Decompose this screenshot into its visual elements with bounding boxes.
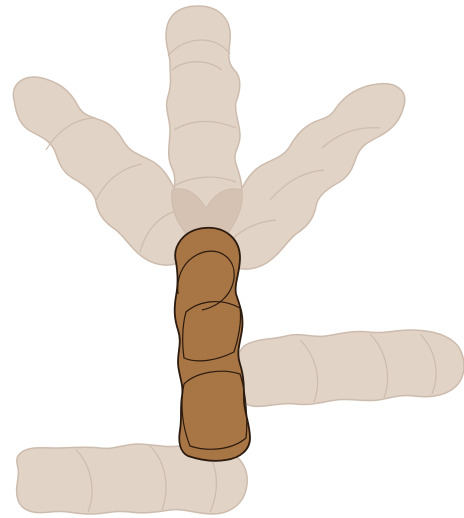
ghost-chain-up-right[interactable] [214, 84, 405, 269]
active-chain-piece[interactable] [175, 228, 250, 461]
ghost-chain-right[interactable] [236, 330, 464, 406]
